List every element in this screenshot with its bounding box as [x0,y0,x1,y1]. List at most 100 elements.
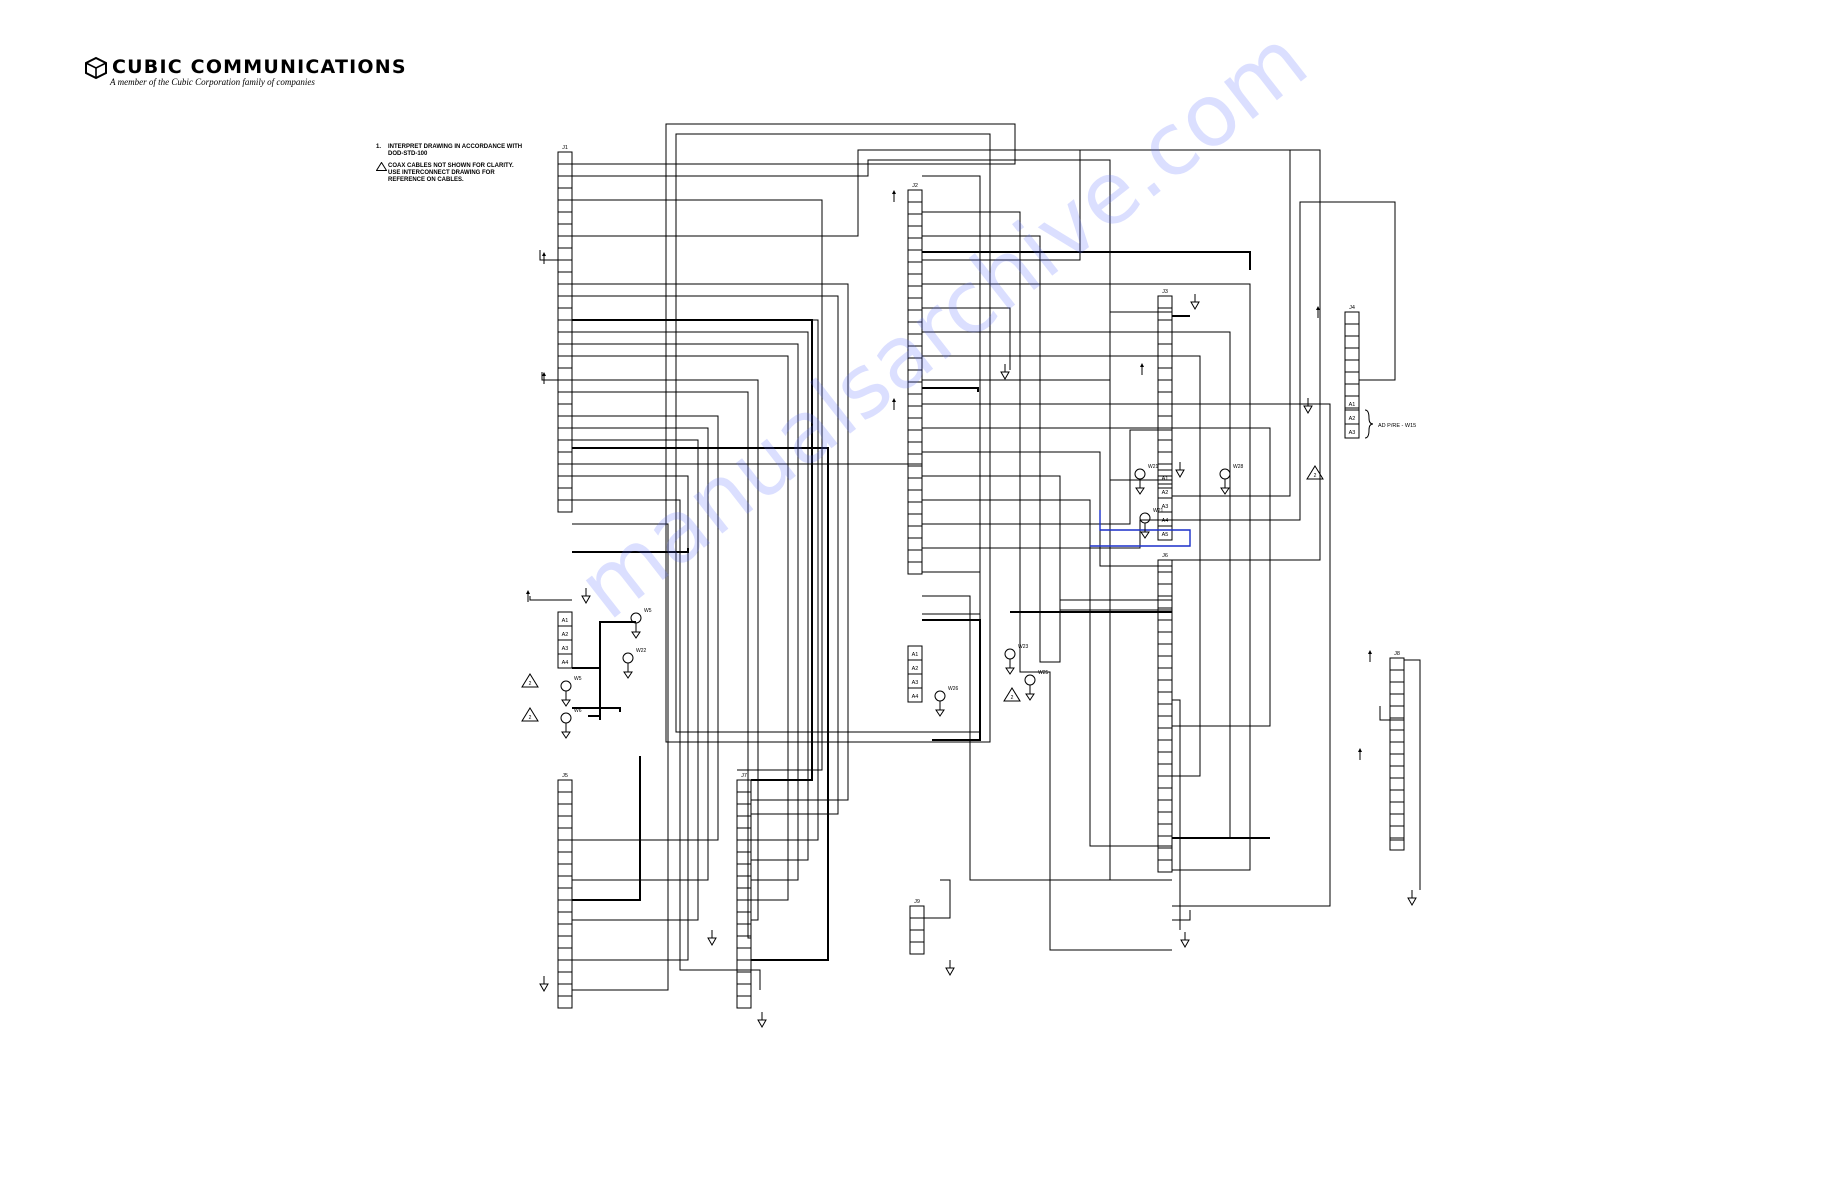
wire-heavy [572,756,641,901]
j4-annotation: AD P/RE - W15 [1378,423,1416,429]
coax-j3-a2-ref: W28 [1233,464,1244,470]
coax-j2-a3-ref: W25 [1038,670,1049,676]
coax-j1-a3-coax-icon [622,652,634,664]
wire [922,475,1172,611]
connector-j4-coax-cell [1344,423,1360,439]
wire [572,295,839,815]
wire [572,343,799,881]
connector-j6-label: J6 [1162,553,1168,559]
connector-j2-coax-cell [907,687,923,703]
note-1-marker: 1. [376,144,382,150]
j6-ground-ground-icon [1180,939,1190,949]
wire-heavy [922,619,981,741]
note-ref-2-warning-icon [521,707,539,722]
j1-signal-arrow-icon [542,252,546,256]
wire-heavy [572,667,601,717]
wire [572,415,719,841]
coax-j3-a2-coax-icon [1219,468,1231,480]
connector-j1-coax-cell [557,653,573,669]
note-2: COAX CABLES NOT SHOWN FOR CLARITY. USE I… [376,162,526,184]
connector-j4-coax-label: A1 [1349,402,1356,408]
j1-signal-2-arrow-icon [542,372,546,376]
note-ref-4-note-ref: 2 [1314,473,1317,479]
wire [1389,820,1404,841]
j9-ground-ground-icon [945,967,955,977]
j3-signal-arrow-icon [1140,363,1144,367]
coax-j2-a1-ref: W23 [1018,644,1029,650]
j2-signal-arrow-icon [892,190,896,194]
wire [1172,699,1181,930]
wire [1172,910,1191,921]
wire [1172,201,1396,521]
note-1-text: INTERPRET DRAWING IN ACCORDANCE WITH DOD… [388,144,523,157]
j8-ground-ground-icon [1407,897,1417,907]
wire [572,439,699,921]
wire [572,379,759,921]
wire-heavy [599,621,636,720]
wire [922,519,1172,549]
note-ref-3-warning-icon [1003,687,1021,702]
wire-heavy [572,319,813,781]
wire [572,331,809,861]
j3-ground-ground-icon [1175,469,1185,479]
wire [541,372,572,381]
coax-j3-a1-ground-icon [1135,487,1145,495]
connector-j4-coax-label: A3 [1349,430,1356,436]
coax-j1-a1-ref: W5 [644,608,652,614]
note-2-text: COAX CABLES NOT SHOWN FOR CLARITY. USE I… [388,163,514,183]
connector-j3-coax-label: A4 [1162,518,1169,524]
wire [922,429,1172,525]
connector-j7-body [736,779,752,1009]
wire [572,355,789,901]
note-ref-4-warning-icon [1306,465,1324,480]
coax-left-1-ref: W5 [574,676,582,682]
j8-signal-2-arrow-icon [1358,748,1362,752]
coax-j3-a1-ref: W21 [1148,464,1159,470]
wire [572,199,823,771]
wire [922,283,1251,871]
wire [1109,311,1172,352]
wire [922,331,1231,839]
wire-heavy [922,387,979,392]
connector-j9-label: J9 [914,899,920,905]
coax-j2-a1-ground-icon [1005,667,1015,675]
j1-signal-3-arrow-icon [526,590,530,594]
note-ref-1-note-ref: 2 [529,681,532,687]
coax-j1-a3-ref: W22 [636,648,647,654]
j2-signal-2-arrow-icon [892,398,896,402]
j1-ground-ground-icon [581,595,591,605]
coax-left-2-ref: W6 [574,708,582,714]
coax-j1-a1-ground-icon [631,631,641,639]
wire-heavy [572,447,829,961]
j4-brace [1364,409,1374,439]
wire [751,969,761,990]
wire [922,307,1011,370]
j3-ground-top-ground-icon [1190,301,1200,311]
wire-heavy [572,707,621,712]
connector-j4-coax-label: A2 [1349,416,1356,422]
connector-j3-coax-label: A5 [1162,532,1169,538]
wire [922,355,1201,777]
coax-left-1-ground-icon [561,699,571,707]
note-1: 1. INTERPRET DRAWING IN ACCORDANCE WITH … [376,144,526,158]
warning-triangle-icon [376,162,387,171]
wire [924,879,951,919]
note-ref-1-warning-icon [521,673,539,688]
wire [922,379,1172,881]
connector-j1-label: J1 [562,145,568,151]
wire [572,159,1172,481]
connector-j2-coax-label: A2 [912,666,919,672]
note-ref-2-note-ref: 2 [529,715,532,721]
cube-logo-icon [85,56,107,80]
wire [922,451,1172,567]
note-ref-3-note-ref: 2 [1011,695,1014,701]
wire [572,319,819,841]
connector-j1-coax-label: A4 [562,660,569,666]
coax-j3-a2-ground-icon [1220,487,1230,495]
connector-j2-label: J2 [912,183,918,189]
connector-j4-label: J4 [1349,305,1355,311]
highlighted-wire [1090,510,1191,547]
coax-j1-a3-ground-icon [623,671,633,679]
j8-signal-arrow-icon [1368,650,1372,654]
